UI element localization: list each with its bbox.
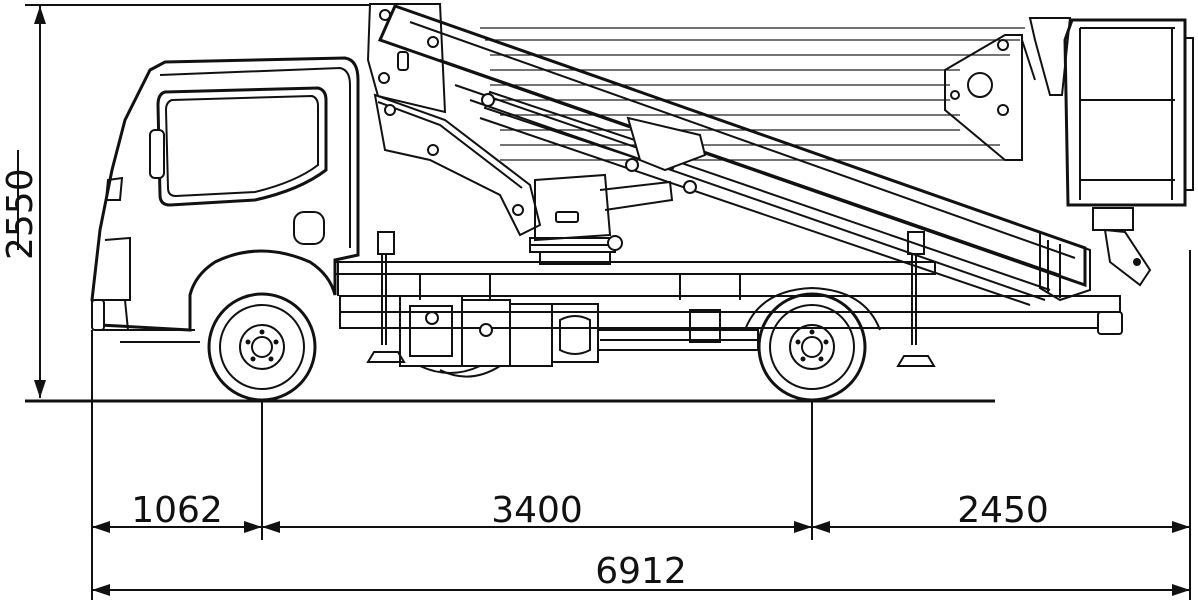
overall-length-label: 6912 xyxy=(595,551,687,592)
hydraulic-equipment xyxy=(399,295,759,378)
truck-frame xyxy=(334,261,1123,335)
boom-support-arm xyxy=(373,93,542,237)
rear-fender xyxy=(744,286,881,331)
height-dimension-label: 2550 xyxy=(0,168,41,260)
height-dimension xyxy=(25,4,370,398)
rear-outrigger xyxy=(896,231,936,367)
rear-overhang-label: 2450 xyxy=(957,490,1049,531)
boom-head-bracket xyxy=(944,34,1036,161)
front-overhang-label: 1062 xyxy=(131,490,223,531)
truck-cab xyxy=(90,56,360,343)
hydraulic-cylinder xyxy=(481,90,707,194)
telescopic-boom xyxy=(366,3,1091,306)
front-overhang-dimension xyxy=(92,521,262,533)
extension-lines xyxy=(91,250,1191,600)
rear-wheel xyxy=(757,292,867,402)
turntable xyxy=(529,173,674,265)
rear-overhang-dimension xyxy=(812,521,1190,533)
overall-length-dimension xyxy=(92,584,1190,596)
front-wheel xyxy=(207,292,317,402)
wheelbase-label: 3400 xyxy=(491,490,583,531)
work-basket xyxy=(1028,17,1194,287)
front-outrigger xyxy=(366,231,406,363)
wheelbase-dimension xyxy=(262,521,812,533)
